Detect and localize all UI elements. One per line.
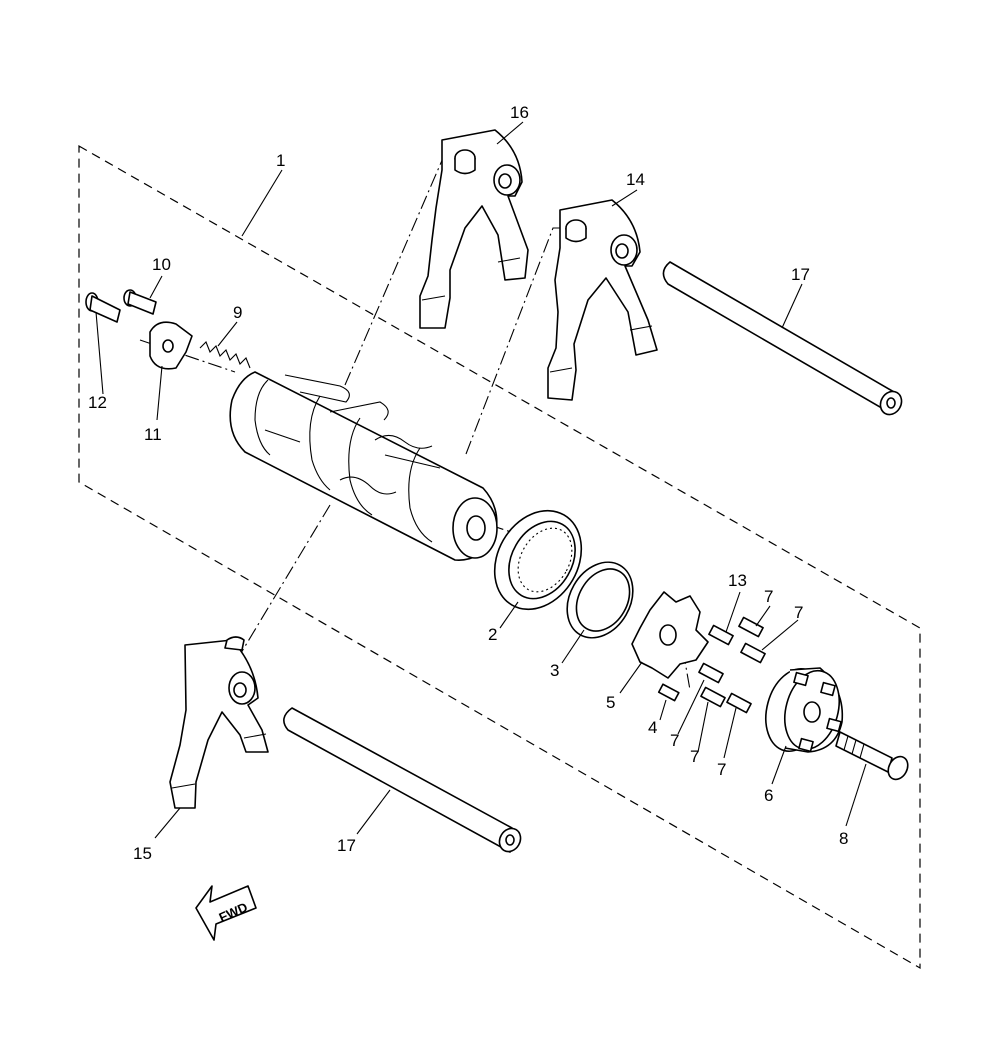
- fwd-arrow-icon: FWD: [195, 885, 257, 941]
- segment-6: [765, 667, 844, 753]
- callout-7-c: 7: [670, 731, 679, 750]
- callout-16: 16: [510, 103, 529, 122]
- screw-8: [835, 731, 909, 781]
- callout-1: 1: [276, 151, 285, 170]
- callout-15: 15: [133, 844, 152, 863]
- callout-11: 11: [144, 425, 162, 444]
- callout-5: 5: [606, 693, 615, 712]
- ring-3: [566, 561, 634, 639]
- callout-7-a: 7: [764, 587, 773, 606]
- callout-17-lower: 17: [337, 836, 356, 855]
- callout-8: 8: [839, 829, 848, 848]
- shift-fork-14: [547, 199, 658, 401]
- shift-fork-16: [419, 129, 529, 329]
- callout-17-upper: 17: [791, 265, 810, 284]
- callout-labels: 1 16 14 17 9 10 11 12 2 3 5 4 13 7 7 7 7…: [88, 103, 848, 863]
- callout-7-d: 7: [690, 747, 699, 766]
- callout-10: 10: [152, 255, 171, 274]
- callout-4: 4: [648, 718, 657, 737]
- callout-9: 9: [233, 303, 242, 322]
- shaft-17-lower: [283, 707, 522, 853]
- assembly-boundary: [78, 144, 921, 970]
- bolt-10: [123, 289, 157, 315]
- leader-lines: [95, 121, 867, 839]
- shaft-17-upper: [662, 261, 903, 416]
- bearing-2: [493, 509, 583, 611]
- callout-14: 14: [626, 170, 645, 189]
- segment-plate-5: [631, 591, 709, 679]
- pins-7: [657, 616, 766, 714]
- shift-drum: [229, 371, 498, 561]
- callout-13: 13: [728, 571, 747, 590]
- callout-12: 12: [88, 393, 107, 412]
- callout-3: 3: [550, 661, 559, 680]
- shift-fork-15: [169, 636, 269, 809]
- bolt-12: [85, 292, 121, 323]
- callout-7-b: 7: [794, 603, 803, 622]
- callout-7-e: 7: [717, 760, 726, 779]
- spring-9: [199, 341, 251, 369]
- stopper-11: [149, 321, 193, 370]
- callout-2: 2: [488, 625, 497, 644]
- callout-6: 6: [764, 786, 773, 805]
